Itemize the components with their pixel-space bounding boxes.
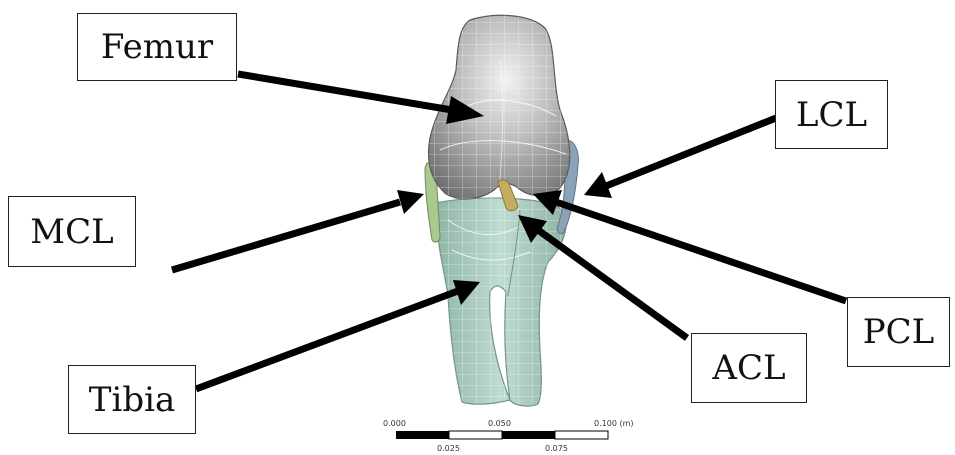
- scale-tick-label: 0.025: [437, 444, 460, 453]
- lcl-label: LCL: [775, 80, 888, 149]
- pcl-label: PCL: [847, 297, 950, 367]
- tibia-bone: [436, 198, 566, 406]
- mcl-label: MCL: [8, 196, 136, 267]
- scale-bar: [396, 431, 608, 439]
- femur-label: Femur: [77, 13, 237, 81]
- acl-label: ACL: [691, 333, 807, 403]
- scale-tick-label: 0.050: [488, 419, 511, 428]
- lcl-arrow: [584, 118, 776, 198]
- scale-tick-label: 0.000: [383, 419, 406, 428]
- scale-tick-label: 0.075: [545, 444, 568, 453]
- tibia-label: Tibia: [68, 365, 196, 434]
- mcl-arrow: [172, 190, 424, 270]
- tibia-arrow: [196, 280, 480, 389]
- scale-tick-label: 0.100 (m): [594, 419, 633, 428]
- pcl-arrow: [533, 190, 846, 301]
